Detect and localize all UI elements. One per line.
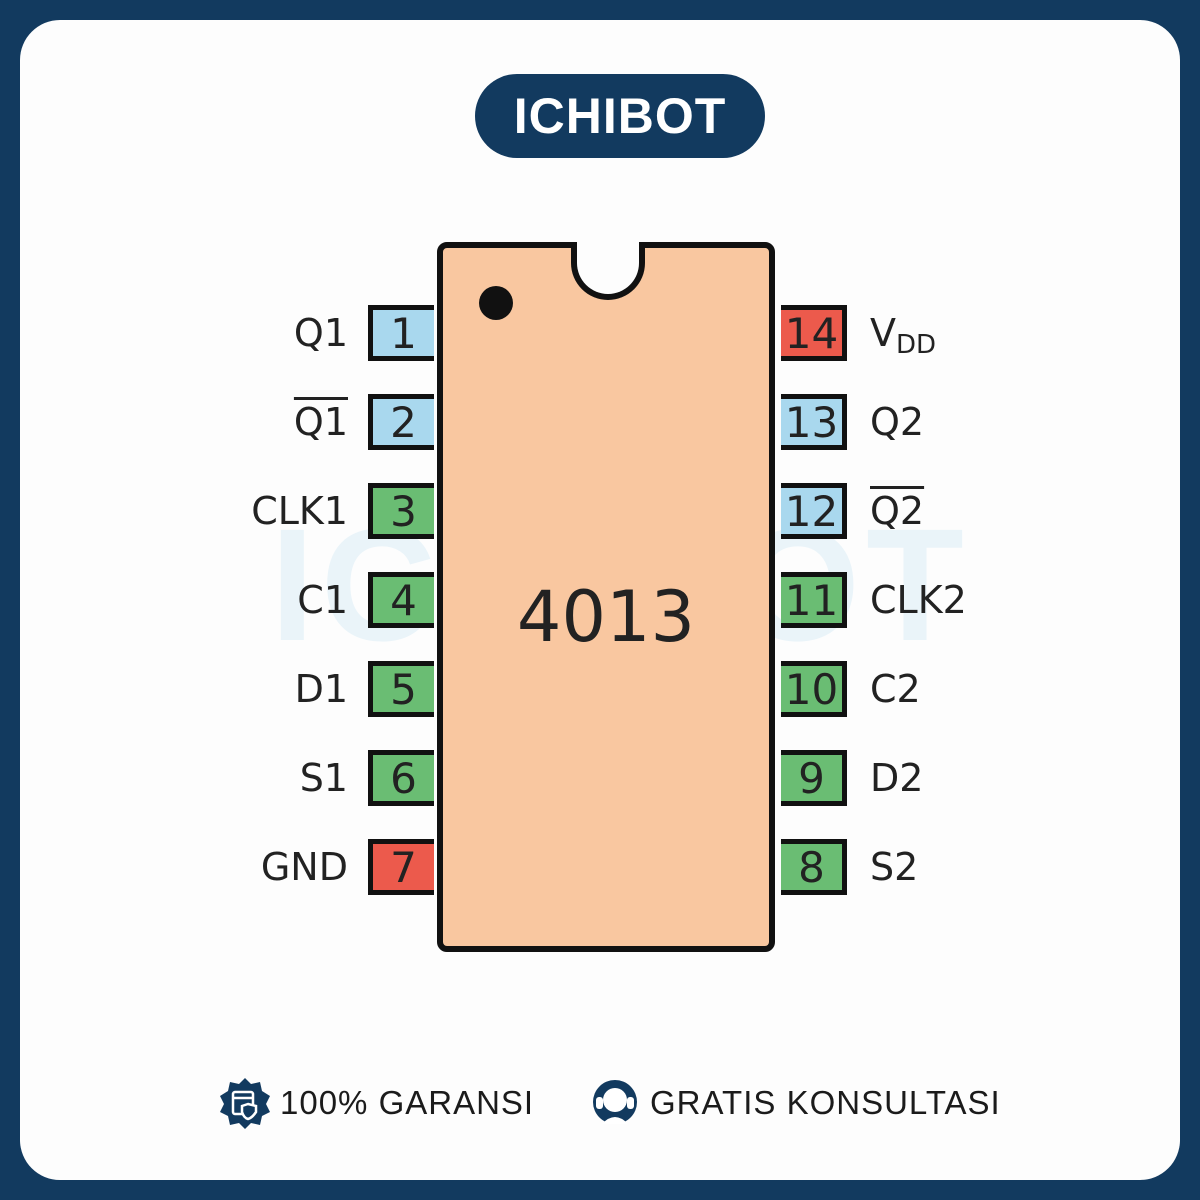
pin-2-label: Q1: [294, 394, 348, 450]
pin-8-label-text: S2: [870, 845, 919, 889]
pin-9-label: D2: [870, 750, 923, 806]
guarantee-feature: 100% GARANSI: [218, 1075, 534, 1131]
pin-4: 4: [368, 572, 434, 628]
pin-14-label-text: V: [870, 311, 896, 355]
pin-4-label-text: C1: [297, 578, 348, 622]
shield-badge-icon: [220, 1078, 270, 1129]
headset-agent-icon: [593, 1080, 637, 1124]
chip-notch: [571, 242, 645, 300]
pin-6-label-text: S1: [299, 756, 348, 800]
pin-14: 14: [781, 305, 847, 361]
pin-3: 3: [368, 483, 434, 539]
pin-14-label-subscript: DD: [896, 330, 937, 360]
pin-3-label: CLK1: [251, 483, 348, 539]
pin-2: 2: [368, 394, 434, 450]
pin-9-label-text: D2: [870, 756, 924, 800]
pin-11-label-text: CLK2: [870, 578, 967, 622]
pin-7-label-text: GND: [260, 845, 348, 889]
pin-11-label: CLK2: [870, 572, 967, 628]
guarantee-text: 100% GARANSI: [280, 1084, 535, 1121]
pin1-marker-dot: [479, 286, 513, 320]
pin-3-label-text: CLK1: [251, 489, 348, 533]
pin-1-label-text: Q1: [293, 311, 348, 355]
pin-8-label: S2: [870, 839, 918, 895]
chip-part-number: 4013: [516, 576, 696, 658]
pin-6-label: S1: [300, 750, 348, 806]
pin-7: 7: [368, 839, 434, 895]
pin-7-label: GND: [261, 839, 348, 895]
pin-10-label-text: C2: [870, 667, 921, 711]
pin-9: 9: [781, 750, 847, 806]
pin-12: 12: [781, 483, 847, 539]
consultation-feature: GRATIS KONSULTASI: [588, 1075, 1001, 1131]
pin-10: 10: [781, 661, 847, 717]
ic-chip-body: 4013: [437, 242, 775, 952]
pin-5-label: D1: [295, 661, 348, 717]
pin-10-label: C2: [870, 661, 921, 717]
pin-13-label: Q2: [870, 394, 924, 450]
pin-5-label-text: D1: [294, 667, 348, 711]
pin-5: 5: [368, 661, 434, 717]
pin-4-label: C1: [297, 572, 348, 628]
pin-12-label: Q2: [870, 483, 924, 539]
pin-13-label-text: Q2: [870, 400, 925, 444]
pin-12-label-text: Q2: [870, 489, 925, 533]
brand-badge: ICHIBOT: [475, 74, 765, 158]
pin-6: 6: [368, 750, 434, 806]
pin-1: 1: [368, 305, 434, 361]
pin-8: 8: [781, 839, 847, 895]
pin-13: 13: [781, 394, 847, 450]
pin-2-label-text: Q1: [293, 400, 348, 444]
pin-1-label: Q1: [294, 305, 348, 361]
pin-11: 11: [781, 572, 847, 628]
consultation-text: GRATIS KONSULTASI: [650, 1084, 1001, 1121]
